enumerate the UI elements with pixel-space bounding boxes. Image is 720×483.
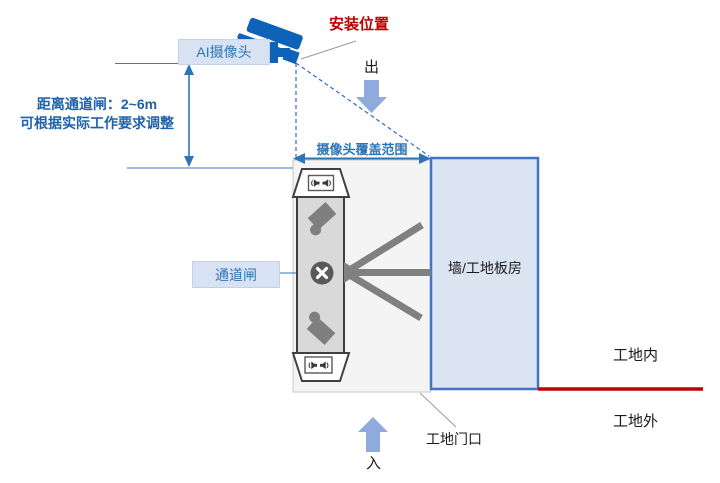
install-pointer-line <box>300 40 357 60</box>
distance-arrow <box>184 64 194 167</box>
site-inside-label: 工地内 <box>613 347 659 364</box>
entrance-pointer-line <box>419 392 457 428</box>
fov-dashed-lines <box>295 62 430 157</box>
gate-label: 通道闸 <box>192 261 280 288</box>
coverage-label: 摄像头覆盖范围 <box>316 142 408 157</box>
turnstile-machine <box>291 168 431 382</box>
exit-flow-arrow-icon <box>356 80 387 113</box>
coverage-arrow <box>293 153 431 164</box>
site-outside-label: 工地外 <box>613 413 659 430</box>
distance-note-line1: 距离通道闸：2~6m <box>36 96 158 112</box>
enter-label: 入 <box>366 455 382 472</box>
crossed-circle-lock-icon <box>310 261 334 285</box>
speaker-panel-top <box>307 174 335 192</box>
distance-note-line2: 可根据实际工作要求调整 <box>20 115 174 131</box>
enter-flow-arrow-icon <box>358 417 388 452</box>
wall-box <box>429 156 540 391</box>
gate-camera-top-icon <box>307 202 337 236</box>
wall-label: 墙/工地板房 <box>448 260 522 276</box>
distance-note: 距离通道闸：2~6m 可根据实际工作要求调整 <box>4 95 190 133</box>
exit-label: 出 <box>364 59 380 76</box>
speaker-panel-bottom <box>304 356 333 374</box>
install-position-label: 安装位置 <box>329 16 390 33</box>
gate-entrance-label: 工地门口 <box>426 431 482 447</box>
gate-camera-bottom-icon <box>306 311 336 345</box>
ai-camera-label: AI摄像头 <box>178 39 270 65</box>
turnstile-arms-icon <box>344 222 431 321</box>
